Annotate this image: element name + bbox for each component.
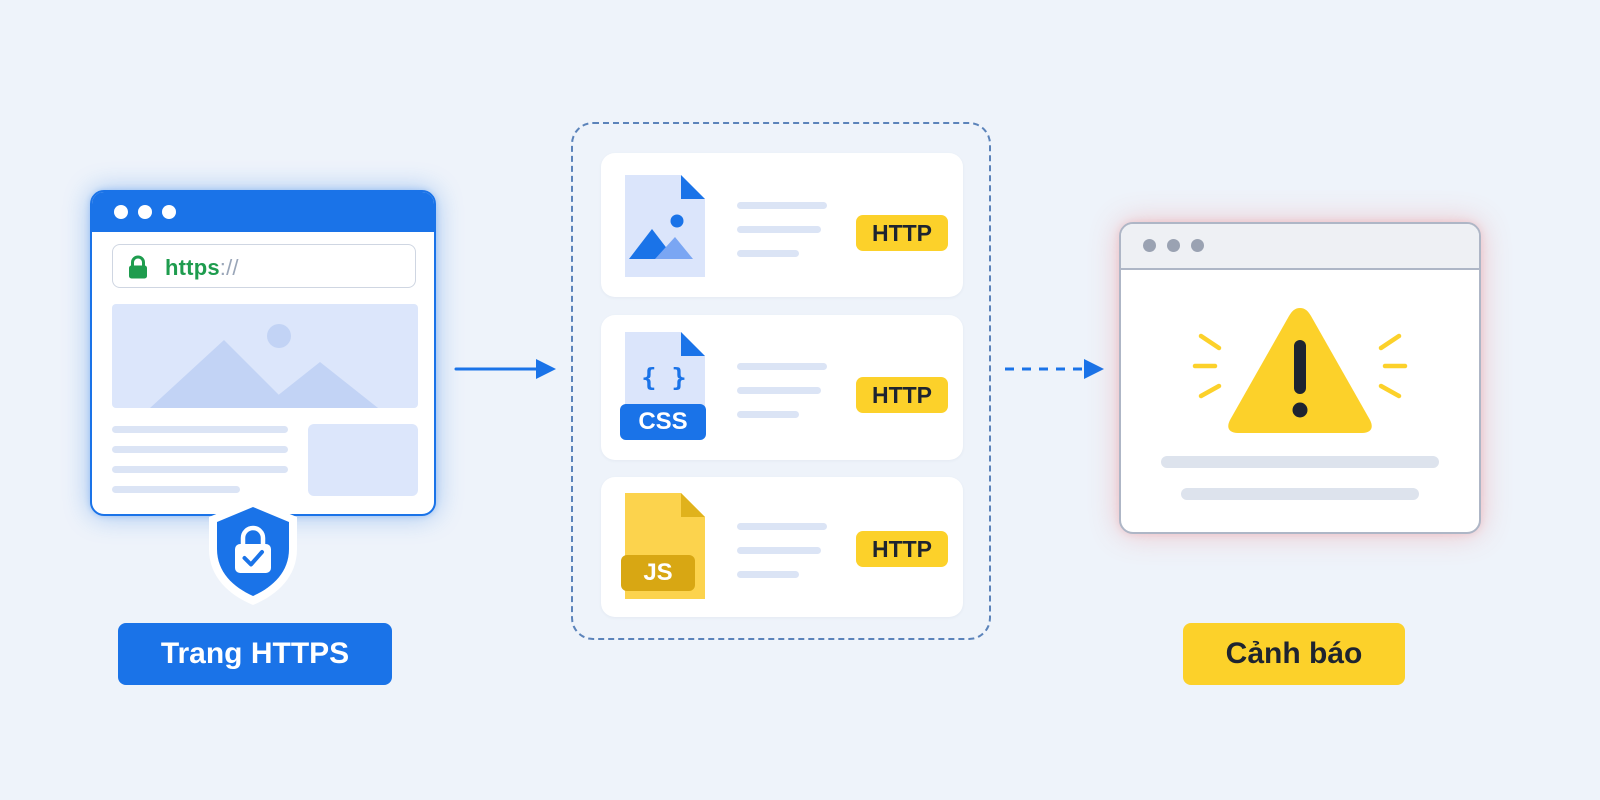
url-separator: ://: [219, 255, 239, 280]
warning-browser-window: [1119, 222, 1481, 534]
text-line: [1181, 488, 1419, 500]
text-line: [112, 486, 240, 493]
http-badge: HTTP: [856, 215, 948, 251]
text-line: [112, 446, 288, 453]
warning-label: Cảnh báo: [1183, 623, 1405, 685]
url-text: https://: [165, 255, 239, 281]
text-line: [737, 363, 827, 370]
https-browser-window: https://: [90, 190, 436, 516]
window-dot: [162, 205, 176, 219]
window-dot: [1191, 239, 1204, 252]
browser-title-bar: [1121, 224, 1479, 270]
https-page-label: Trang HTTPS: [118, 623, 392, 685]
content-block: [308, 424, 418, 496]
text-line: [1161, 456, 1439, 468]
image-file-icon: [625, 175, 705, 277]
shield-lock-check-icon: [205, 497, 301, 607]
image-icon: [150, 324, 378, 408]
text-line: [737, 387, 821, 394]
css-type-badge: CSS: [620, 404, 706, 440]
window-dot: [138, 205, 152, 219]
text-line: [737, 411, 799, 418]
warning-triangle-icon: [1192, 308, 1408, 433]
arrow-right-icon: [454, 359, 556, 379]
window-dot: [1143, 239, 1156, 252]
browser-title-bar: [92, 192, 434, 232]
hero-image-placeholder: [112, 304, 418, 408]
url-scheme: https: [165, 255, 220, 280]
text-line: [737, 523, 827, 530]
text-line: [737, 226, 821, 233]
text-line: [737, 202, 827, 209]
http-badge: HTTP: [856, 531, 948, 567]
text-line: [737, 571, 799, 578]
resource-card-image: HTTP: [601, 153, 963, 297]
http-badge: HTTP: [856, 377, 948, 413]
text-line: [737, 250, 799, 257]
window-dot: [1167, 239, 1180, 252]
window-dot: [114, 205, 128, 219]
js-type-badge: JS: [621, 555, 695, 591]
mixed-content-resource-group: [571, 122, 991, 640]
dashed-arrow-right-icon: [1005, 359, 1104, 379]
text-line: [112, 426, 288, 433]
text-line: [737, 547, 821, 554]
lock-icon: [129, 255, 147, 279]
address-bar: https://: [112, 244, 416, 288]
text-line: [112, 466, 288, 473]
code-braces-icon: { }: [641, 363, 687, 392]
